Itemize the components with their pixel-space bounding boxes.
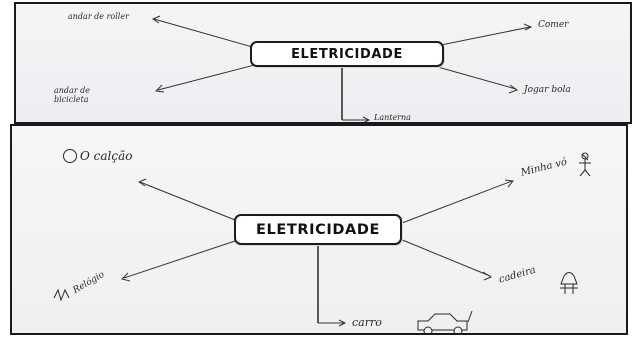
arrow-carro — [338, 319, 347, 327]
link-minha-vo — [401, 180, 513, 224]
circle-icon — [63, 149, 77, 163]
central-concept-label: ELETRICIDADE — [256, 221, 380, 238]
stick-figure-icon — [579, 152, 591, 177]
link-comer — [435, 26, 531, 47]
central-concept-box: ELETRICIDADE — [234, 214, 402, 245]
arrow-andar-de-bicicleta — [154, 84, 165, 93]
arrow-minha-vo — [504, 179, 514, 188]
car-icon — [417, 310, 473, 333]
arrow-relogio — [121, 272, 131, 282]
link-cadeira — [399, 238, 491, 277]
branch-label-andar-de-roller: andar de roller — [68, 12, 129, 21]
bottom-mind-map-panel: ELETRICIDADE O calção Minha vó Relógio c… — [10, 124, 628, 335]
arrow-andar-de-roller — [151, 15, 161, 24]
link-o-calcao — [139, 181, 241, 223]
link-andar-de-roller — [153, 18, 257, 49]
branch-label-o-calcao: O calção — [80, 149, 133, 163]
link-relogio — [123, 237, 245, 279]
branch-label-lanterna: Lanterna — [374, 113, 411, 122]
central-concept-label: ELETRICIDADE — [291, 46, 403, 62]
plug-icon — [560, 272, 578, 294]
arrow-jogar-bola — [508, 84, 519, 94]
bottom-connector-lines — [53, 149, 591, 333]
branch-label-andar-de-bicicleta: andar de bicicleta — [54, 86, 91, 105]
top-mind-map-panel: ELETRICIDADE andar de roller Comer andar… — [14, 2, 632, 124]
arrow-cadeira — [482, 271, 493, 281]
arrow-lanterna — [362, 116, 371, 122]
central-concept-box: ELETRICIDADE — [250, 41, 444, 67]
link-andar-de-bicicleta — [157, 61, 267, 91]
arrow-comer — [523, 23, 533, 31]
arrow-o-calcao — [137, 178, 147, 187]
branch-label-comer: Comer — [538, 20, 569, 30]
branch-label-carro: carro — [352, 316, 382, 329]
zigzag-icon — [53, 288, 70, 302]
branch-label-jogar-bola: Jogar bola — [524, 85, 571, 95]
